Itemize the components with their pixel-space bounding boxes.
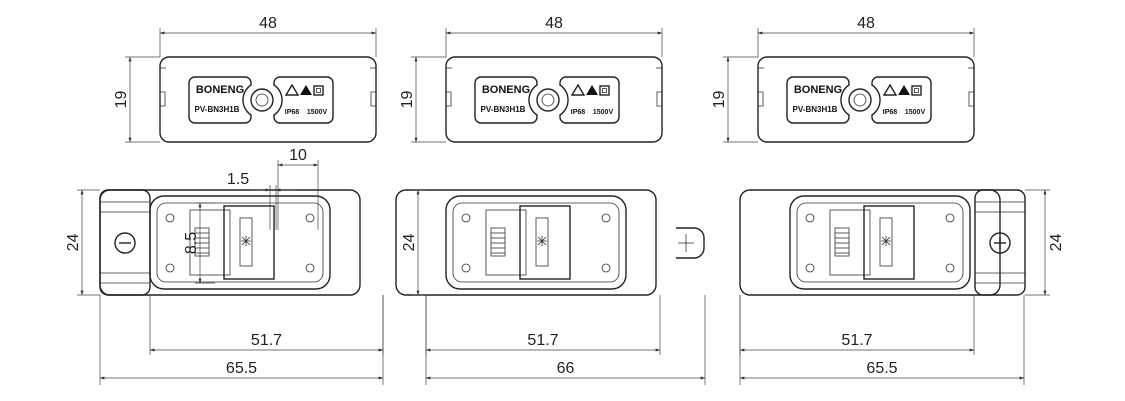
connector-side-view bbox=[99, 189, 361, 296]
inner-width-dim-label: 51.7 bbox=[251, 332, 282, 349]
connector-side-view bbox=[739, 189, 1026, 296]
cover-outline bbox=[445, 56, 663, 143]
inner-width-dim-label: 51.7 bbox=[841, 332, 872, 349]
inner-width-dim-label: 51.7 bbox=[527, 332, 558, 349]
model-text: PV-BN3H1B bbox=[195, 105, 240, 114]
positive-icon bbox=[989, 232, 1011, 254]
view-right: BONENG PV-BN3H1B IP68 1500V 48 19 51.7 65.5 24 bbox=[711, 15, 1065, 385]
connector-side-view bbox=[395, 189, 705, 296]
brand-text: BONENG bbox=[794, 84, 842, 96]
view-center: BONENG PV-BN3H1B IP68 1500V 48 19 51.7 66 24 bbox=[395, 15, 706, 385]
overall-width-dim-label: 65.5 bbox=[866, 360, 897, 377]
height-dim-label: 24 bbox=[401, 234, 418, 252]
cover-top-view bbox=[445, 56, 663, 143]
clip-height-dim-label: 8.5 bbox=[183, 232, 200, 254]
top-width-dim-label: 48 bbox=[259, 15, 277, 32]
pitch-dim-label: 10 bbox=[289, 147, 307, 164]
rating-text: IP68 bbox=[571, 109, 586, 116]
cover-outline bbox=[757, 56, 975, 143]
gap-label: 1.5 bbox=[227, 171, 249, 188]
cover-top-view bbox=[757, 56, 975, 143]
top-height-dim-label: 19 bbox=[711, 91, 728, 109]
model-text: PV-BN3H1B bbox=[793, 105, 838, 114]
brand-text: BONENG bbox=[482, 84, 530, 96]
voltage-text: 1500V bbox=[905, 109, 926, 116]
top-width-dim-label: 48 bbox=[857, 15, 875, 32]
rating-text: IP68 bbox=[883, 109, 898, 116]
overall-width-dim-label: 66 bbox=[557, 360, 575, 377]
top-width-dim-label: 48 bbox=[545, 15, 563, 32]
model-text: PV-BN3H1B bbox=[481, 105, 526, 114]
body-outline bbox=[99, 189, 361, 296]
voltage-text: 1500V bbox=[593, 109, 614, 116]
latch-tab bbox=[676, 227, 705, 259]
rating-text: IP68 bbox=[285, 109, 300, 116]
body-outline bbox=[395, 189, 657, 296]
overall-width-dim-label: 65.5 bbox=[226, 360, 257, 377]
voltage-text: 1500V bbox=[307, 109, 328, 116]
negative-icon bbox=[114, 232, 136, 254]
brand-text: BONENG bbox=[196, 84, 244, 96]
top-height-dim-label: 19 bbox=[399, 91, 416, 109]
height-dim-label: 24 bbox=[65, 234, 82, 252]
height-dim-label: 24 bbox=[1048, 234, 1065, 252]
cover-top-view bbox=[159, 56, 377, 143]
body-outline bbox=[739, 189, 1001, 296]
view-left: BONENG PV-BN3H1B IP68 1500V 48 19 51.7 65.5 24 10… bbox=[65, 15, 384, 385]
top-height-dim-label: 19 bbox=[113, 91, 130, 109]
cover-outline bbox=[159, 56, 377, 143]
